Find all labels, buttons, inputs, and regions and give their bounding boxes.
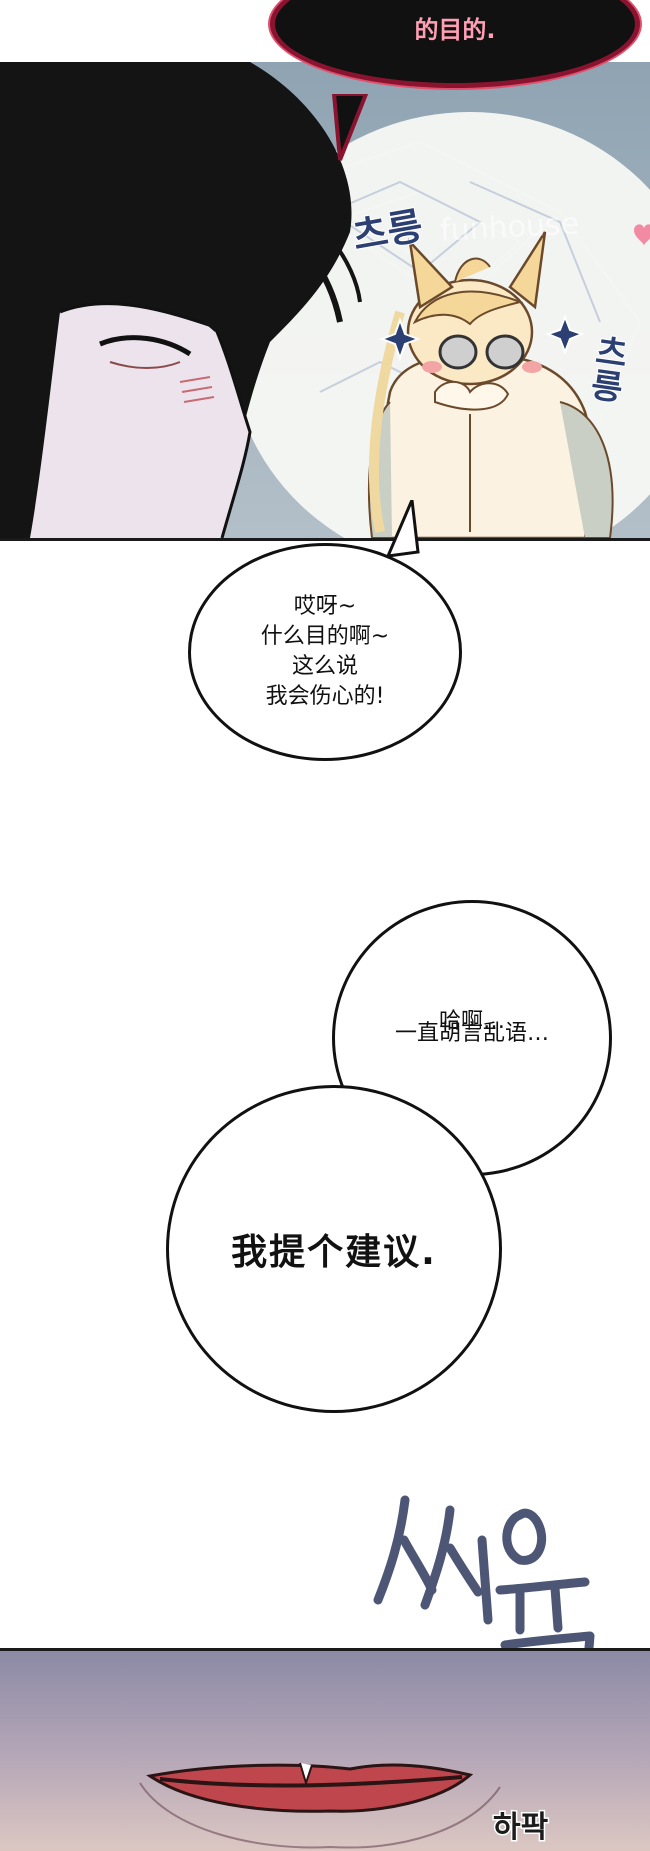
speech-line: 哈啊…: [438, 1009, 505, 1034]
sfx-sseuk-art: [373, 1495, 595, 1700]
speech-bubble-1: 哎呀~ 什么目的啊~ 这么说 我会伤心的!: [188, 543, 462, 761]
speech-line: 哎呀~: [293, 594, 357, 619]
panel-top-art: [0, 62, 650, 538]
speech-line: 我会伤心的!: [265, 684, 385, 709]
speech-line: 什么目的啊~: [260, 624, 390, 649]
speech-line-bold: 我提个建议.: [231, 1232, 437, 1273]
speech-bubble-dark-text: 的目的.: [414, 16, 496, 44]
panel-top: 츠릉 츠릉 funhouse: [0, 62, 650, 541]
speech-bubble-dark-tail: [331, 94, 369, 161]
sfx-hapak: 하팍: [491, 1809, 549, 1847]
speech-bubble-3: 我提个建议.: [166, 1085, 502, 1413]
panel-bottom: [0, 1648, 650, 1851]
sfx-chureung-right: 츠릉: [580, 330, 631, 405]
speech-line: 这么说: [291, 654, 358, 679]
speech-bubble-1-tail: [385, 500, 420, 558]
panel-bottom-art: [139, 1762, 501, 1849]
watermark: funhouse: [439, 206, 580, 249]
speech-line: 一直胡言乱语…: [394, 1021, 549, 1046]
